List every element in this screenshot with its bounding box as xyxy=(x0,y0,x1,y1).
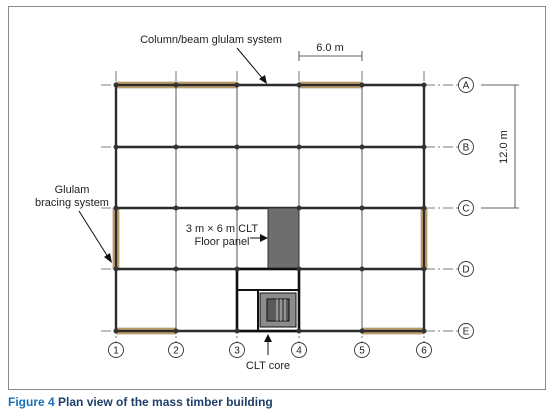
column-label-1: 1 xyxy=(113,346,119,357)
panel-label-line1: 3 m × 6 m CLT xyxy=(186,223,259,235)
bracing-label-line2: bracing system xyxy=(35,197,109,209)
clt-core xyxy=(235,267,301,333)
row-label-d: D xyxy=(462,265,469,276)
bracing-label-line1: Glulam xyxy=(55,184,90,196)
bracing-arrow xyxy=(78,210,112,263)
column-label-3: 3 xyxy=(234,346,240,357)
column-bubbles xyxy=(108,342,432,358)
column-beam-arrow xyxy=(236,47,267,84)
clt-floor-panel xyxy=(267,207,300,270)
bay-depth-dimension xyxy=(481,84,519,209)
figure-title: Plan view of the mass timber building xyxy=(58,395,273,409)
column-label-2: 2 xyxy=(173,346,179,357)
figure-number: Figure 4 xyxy=(8,395,55,409)
row-label-b: B xyxy=(463,143,470,154)
column-label-6: 6 xyxy=(421,346,427,357)
panel-label-line2: Floor panel xyxy=(194,236,249,248)
row-label-c: C xyxy=(462,204,469,215)
bay-width-dimension xyxy=(298,51,363,61)
bay-depth-label: 12.0 m xyxy=(498,130,510,164)
column-beam-label: Column/beam glulam system xyxy=(140,34,282,46)
column-label-5: 5 xyxy=(359,346,365,357)
figure-caption: Figure 4 Plan view of the mass timber bu… xyxy=(8,395,273,409)
bay-width-label: 6.0 m xyxy=(316,42,344,54)
column-label-4: 4 xyxy=(296,346,302,357)
core-arrow xyxy=(264,334,272,355)
core-label: CLT core xyxy=(246,360,290,372)
row-label-e: E xyxy=(463,327,470,338)
floor-plan-drawing: A B C D E 1 2 3 4 5 6 6.0 xyxy=(35,34,519,372)
columns xyxy=(113,82,427,334)
panel-arrow xyxy=(250,234,268,242)
row-label-a: A xyxy=(463,81,470,92)
row-bubbles xyxy=(458,77,474,339)
figure-frame: A B C D E 1 2 3 4 5 6 6.0 xyxy=(8,6,546,390)
